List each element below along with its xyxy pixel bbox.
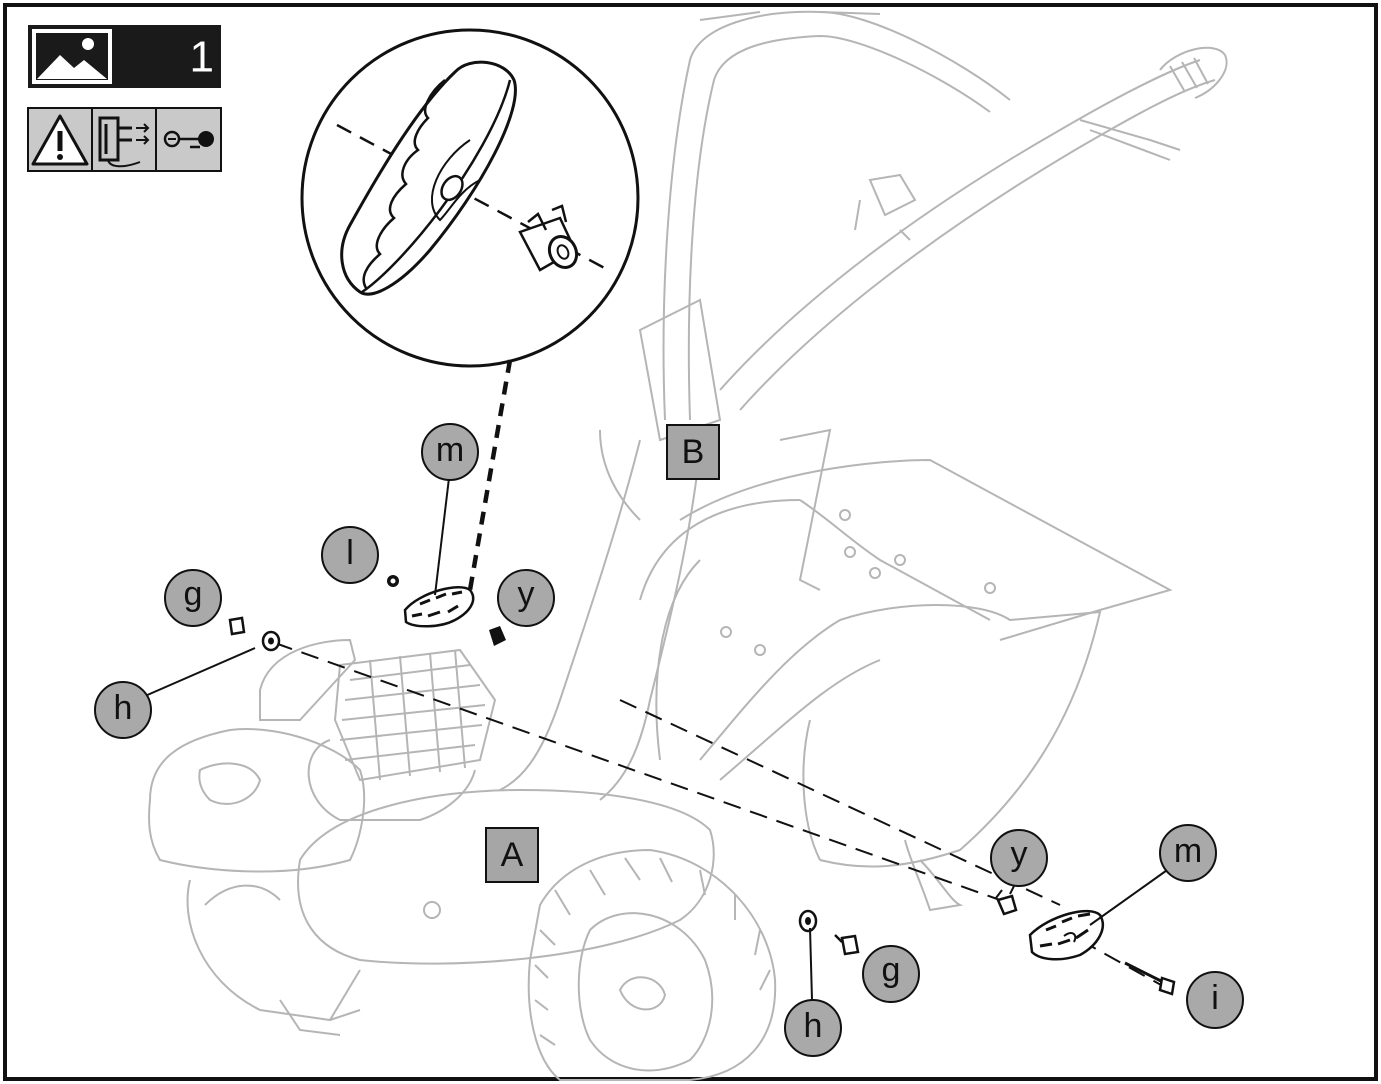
figure-header: 1 bbox=[27, 25, 222, 172]
label-box-a: A bbox=[485, 827, 539, 883]
callout-i-bottom: i bbox=[1186, 971, 1244, 1029]
cage-nut-detail bbox=[518, 204, 579, 272]
cage-nut-y-bottom bbox=[995, 885, 1018, 916]
label-box-b: B bbox=[666, 424, 720, 480]
figure-number: 1 bbox=[190, 33, 214, 82]
callout-m-top: m bbox=[421, 423, 479, 481]
callout-h-bottom-text: h bbox=[804, 1007, 823, 1045]
callout-g-top: g bbox=[164, 569, 222, 627]
wheel-illustration bbox=[527, 848, 777, 1081]
callout-y-bottom: y bbox=[990, 829, 1048, 887]
key-icon bbox=[155, 107, 222, 172]
image-icon bbox=[32, 29, 112, 84]
magnifier-leader-line bbox=[467, 359, 513, 591]
callout-g-bottom-text: g bbox=[882, 951, 901, 989]
callout-l-top: l bbox=[321, 526, 379, 584]
bolt-g-bottom bbox=[834, 934, 860, 956]
callout-leader-lines bbox=[144, 477, 1171, 1001]
callout-y-top: y bbox=[497, 569, 555, 627]
label-box-b-text: B bbox=[682, 433, 705, 471]
warning-icon bbox=[27, 107, 93, 172]
callout-h-top: h bbox=[94, 681, 152, 739]
callout-m-top-text: m bbox=[436, 431, 464, 469]
callout-h-bottom: h bbox=[784, 999, 842, 1057]
callout-g-top-text: g bbox=[184, 575, 203, 613]
callout-m-bottom: m bbox=[1159, 824, 1217, 882]
callout-y-top-text: y bbox=[518, 575, 535, 613]
parts-bottom bbox=[798, 885, 1176, 996]
washer-h-top bbox=[261, 630, 281, 652]
callout-g-bottom: g bbox=[862, 945, 920, 1003]
assembly-axis-lines bbox=[274, 642, 1171, 991]
hub-cap-m-top bbox=[403, 585, 475, 628]
cage-nut-y-top bbox=[489, 626, 506, 646]
hex-nut-l bbox=[387, 575, 399, 587]
callout-m-bottom-text: m bbox=[1174, 832, 1202, 870]
hub-cap-detail bbox=[340, 60, 517, 296]
detail-magnifier bbox=[300, 28, 640, 368]
label-box-a-text: A bbox=[501, 836, 524, 874]
parts-top bbox=[228, 575, 506, 652]
callout-y-bottom-text: y bbox=[1011, 835, 1028, 873]
bolt-g-top bbox=[228, 616, 246, 636]
unplug-icon bbox=[91, 107, 157, 172]
callout-l-top-text: l bbox=[346, 534, 354, 572]
callout-h-top-text: h bbox=[114, 689, 133, 727]
callout-i-bottom-text: i bbox=[1211, 979, 1219, 1017]
hub-cap-m-bottom bbox=[1028, 909, 1105, 961]
tiller-illustration bbox=[148, 10, 1228, 1081]
bolt-i-bottom bbox=[1124, 961, 1176, 996]
washer-h-bottom bbox=[798, 909, 818, 933]
